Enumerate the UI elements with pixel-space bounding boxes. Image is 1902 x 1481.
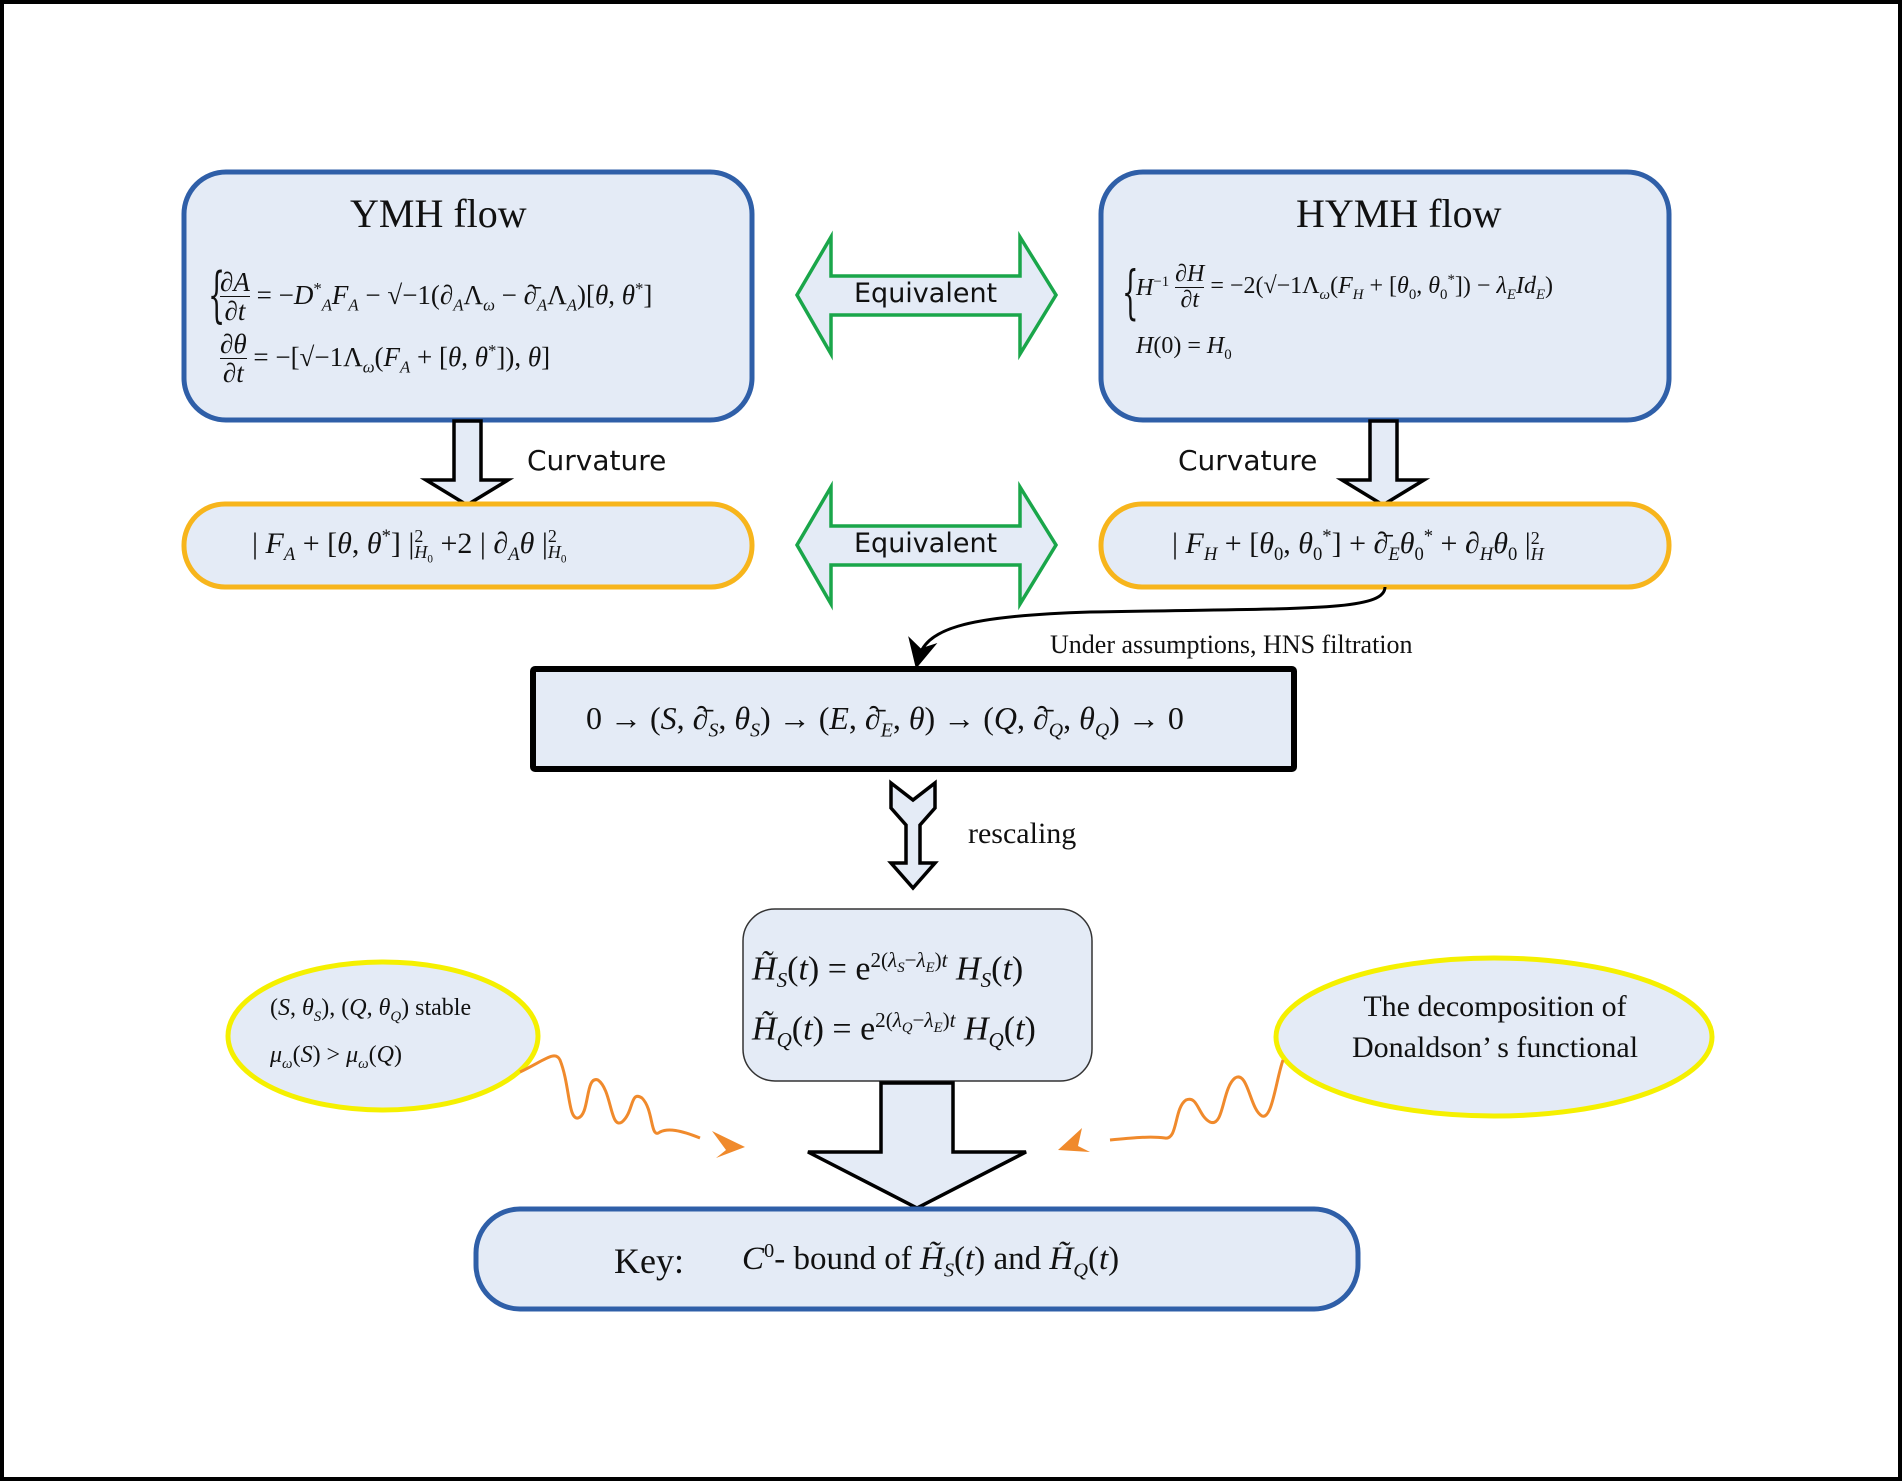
key-box: [473, 1206, 1361, 1312]
hymh-title: HYMH flow: [1296, 191, 1502, 236]
equivalent-label-mid: Equivalent: [854, 528, 998, 559]
equivalent-arrow-top: [794, 230, 1059, 361]
curvature-arrow-left: [419, 419, 515, 508]
bound-word: - bound of: [774, 1241, 912, 1277]
key-statement: C0- bound of H̃S(t) and H̃Q(t): [742, 1240, 1120, 1282]
hymh-equation-1: H−1 ∂H∂t = −2(√−1Λω(FH + [θ0, θ0*]) − λE…: [1136, 261, 1554, 314]
big-down-arrow: [807, 1081, 1027, 1210]
ymh-equation-1: ∂A∂t = −D*AFA − √−1(∂AΛω − ∂̄AΛA)[θ, θ*]: [220, 267, 653, 327]
decomposition-line-2: Donaldson’ s functional: [1351, 1031, 1639, 1064]
key-label: Key:: [614, 1241, 684, 1281]
stable-word: stable: [415, 995, 472, 1021]
curvature-arrow-right: [1335, 419, 1431, 508]
equivalent-label-top: Equivalent: [854, 278, 998, 309]
hymh-equation-2: H(0) = H0: [1136, 333, 1232, 363]
ymh-equation-2: ∂θ∂t = −[√−1Λω(FA + [θ, θ*]), θ]: [220, 329, 551, 389]
hns-connector-arrow: [908, 586, 1387, 669]
rescale-equation-s: H̃S(t) = e2(λS−λE)t HS(t): [752, 948, 1024, 993]
rescale-equation-q: H̃Q(t) = e2(λQ−λE)t HQ(t): [752, 1008, 1036, 1053]
exact-sequence: 0 → (S, ∂̄S, θS) → (E, ∂̄E, θ) → (Q, ∂̄Q…: [586, 700, 1184, 742]
hns-filtration-label: Under assumptions, HNS filtration: [1050, 630, 1413, 659]
left-condition-ellipse: [225, 959, 541, 1113]
left-curvature-pill: [181, 501, 755, 590]
stability-condition: (S, θS), (Q, θQ) stable: [270, 995, 472, 1025]
sequence-box: [530, 666, 1297, 772]
rescaling-arrow: [887, 779, 939, 891]
and-word: and: [993, 1241, 1042, 1277]
equivalent-arrow-mid: [794, 480, 1059, 611]
hymh-brace: {: [1122, 258, 1139, 326]
ymh-brace: {: [208, 260, 226, 330]
curvature-label-right: Curvature: [1178, 444, 1318, 477]
rescaling-label: rescaling: [968, 817, 1077, 850]
slope-inequality: μω(S) > μω(Q): [270, 1042, 402, 1072]
decomposition-line-1: The decomposition of: [1363, 990, 1627, 1023]
left-squiggle-head: [712, 1131, 745, 1158]
right-decomposition-ellipse: [1273, 955, 1715, 1119]
rescale-box: [742, 908, 1093, 1082]
ymh-title: YMH flow: [350, 191, 527, 236]
curvature-label-left: Curvature: [527, 444, 667, 477]
left-squiggle-arrow: [519, 1054, 701, 1140]
right-squiggle-arrow: [1109, 1059, 1285, 1142]
right-squiggle-head: [1058, 1128, 1090, 1152]
